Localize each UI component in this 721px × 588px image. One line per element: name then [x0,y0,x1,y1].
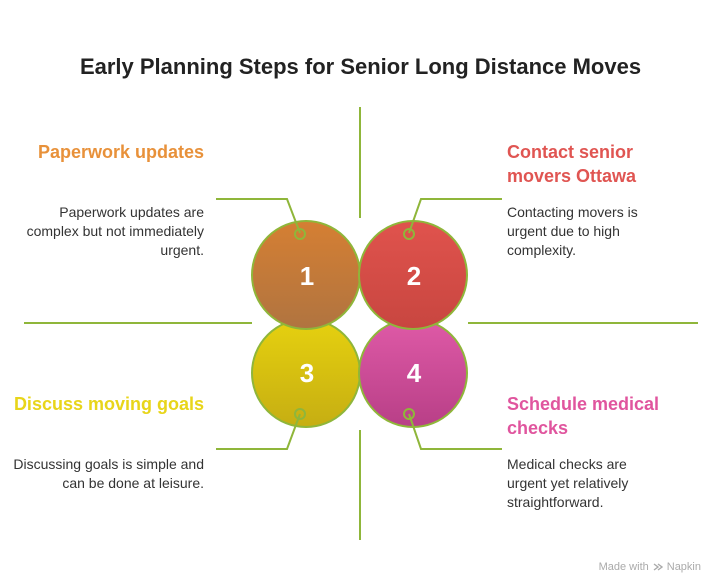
quadrant-2-number: 2 [407,261,421,291]
quadrant-1-heading: Paperwork updates [37,142,204,162]
quadrant-3-connector-dot [294,408,306,420]
quadrant-3-number: 3 [300,358,314,388]
quadrant-4-connector [408,413,502,450]
napkin-brand-label: Napkin [666,561,701,573]
quadrant-3-connector [216,413,301,450]
made-with-footer[interactable]: Made with Napkin [599,561,701,573]
quadrant-2-heading: Contact senior movers Ottawa [507,142,637,186]
quadrant-1-connector-dot [294,228,306,240]
quadrant-1-connector [216,198,301,234]
quadrant-3-heading: Discuss moving goals [13,394,204,414]
quadrant-4-heading: Schedule medical checks [507,394,660,438]
diagram-title: Early Planning Steps for Senior Long Dis… [79,54,642,79]
quadrant-1-number: 1 [300,261,314,291]
quadrant-4-number: 4 [407,358,422,388]
quadrant-2-description: Contacting movers is urgent due to high … [507,204,638,258]
quadrant-4-description: Medical checks are urgent yet relatively… [507,456,629,510]
quadrant-2-connector-dot [403,228,415,240]
quadrant-2-connector [408,198,502,234]
quadrant-4-connector-dot [403,408,415,420]
napkin-logo-icon [653,563,663,571]
quadrant-3-description: Discussing goals is simple and can be do… [13,456,204,491]
quadrant-1-description: Paperwork updates are complex but not im… [26,204,204,258]
made-with-label: Made with [598,561,649,573]
